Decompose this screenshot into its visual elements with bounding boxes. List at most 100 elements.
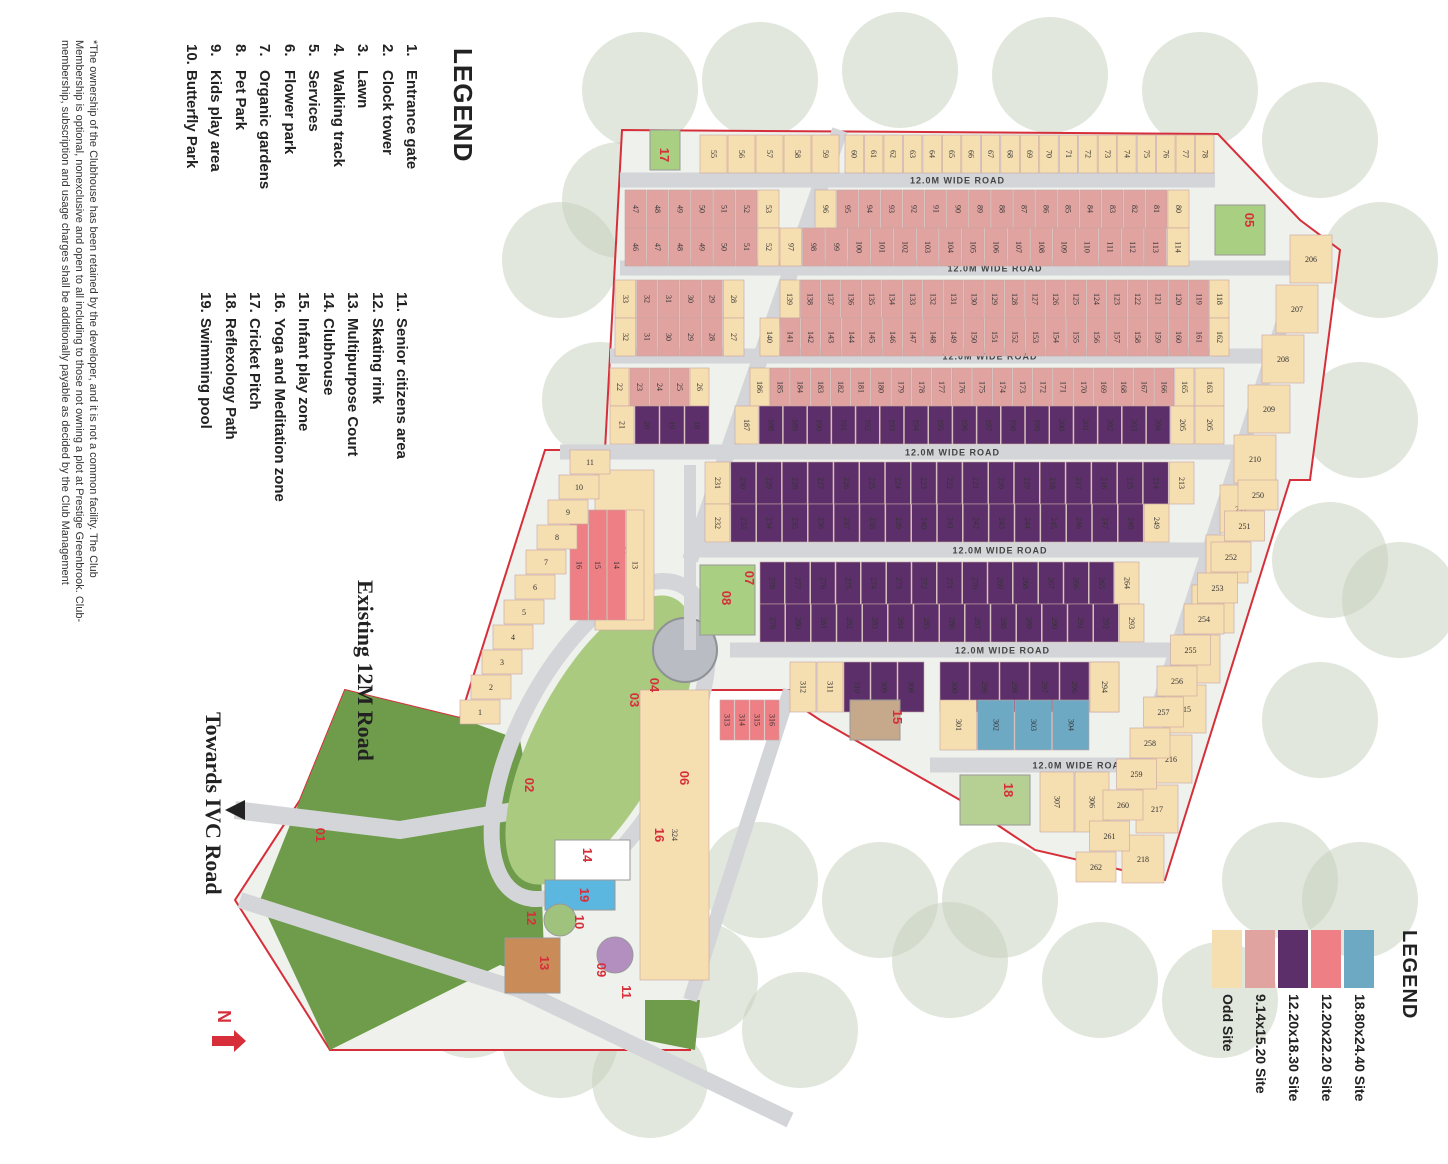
- site-plot: [1146, 405, 1171, 445]
- amenity-number: 4.: [329, 44, 347, 57]
- legend-swatch: [1212, 930, 1242, 988]
- site-plot-number: 58: [793, 150, 802, 158]
- site-plot-number: 236: [816, 517, 825, 529]
- site-plot-number: 57: [765, 150, 774, 158]
- kids-play-area: [596, 936, 634, 974]
- site-plot: [1039, 771, 1075, 833]
- site-plot-number: 101: [878, 241, 887, 253]
- site-plot: [911, 461, 937, 505]
- site-plot-number: 51: [720, 205, 729, 213]
- site-plot: [937, 503, 963, 543]
- tree-cluster: [1322, 202, 1438, 318]
- site-plot: [848, 227, 871, 267]
- site-plot-number: 176: [957, 381, 966, 393]
- site-plot: [1014, 699, 1052, 751]
- site-plot-number: 25: [675, 383, 684, 391]
- site-plot: [1030, 227, 1053, 267]
- site-plot-number: 138: [806, 293, 815, 305]
- site-plot: [1025, 405, 1050, 445]
- site-plot-number: 204: [1154, 419, 1163, 431]
- site-plot-number: 224: [893, 477, 902, 489]
- site-plot: [1166, 227, 1190, 267]
- site-plot-number: 206: [1305, 255, 1317, 264]
- organic-garden: [699, 564, 756, 636]
- site-plot-number: 309: [880, 681, 889, 693]
- site-plot-number: 202: [1105, 419, 1114, 431]
- site-plot-number: 2: [489, 683, 493, 692]
- site-plot-number: 135: [867, 293, 876, 305]
- site-plot-number: 140: [765, 331, 774, 343]
- site-plot: [833, 461, 860, 505]
- site-plot: [1016, 603, 1042, 643]
- site-plot: [646, 227, 669, 267]
- site-plot-number: 93: [887, 205, 896, 213]
- site-plot-number: 127: [1031, 293, 1040, 305]
- site-plot-number: 215: [1126, 477, 1135, 489]
- site-plot-number: 198: [1008, 419, 1017, 431]
- site-plot-number: 28: [729, 295, 738, 303]
- legend-swatch-label: 12.20x22.20 Site: [1319, 994, 1335, 1102]
- site-plot: [734, 699, 750, 741]
- site-plot-number: 301: [954, 719, 963, 731]
- amenity-label: Skating rink: [368, 318, 386, 404]
- site-plot-number: 86: [1042, 205, 1051, 213]
- site-plot: [831, 405, 856, 445]
- site-plot-number: 161: [1194, 331, 1203, 343]
- site-plot-number: 178: [917, 381, 926, 393]
- site-plot-number: 299: [980, 681, 989, 693]
- site-plot-number: 268: [1021, 577, 1030, 589]
- tree-cluster: [1262, 662, 1378, 778]
- site-plot-number: 250: [1252, 491, 1264, 500]
- site-plot-number: 205: [1178, 419, 1187, 431]
- site-plot-number: 1: [478, 708, 482, 717]
- site-plot-number: 31: [643, 333, 652, 341]
- site-plot-number: 182: [836, 381, 845, 393]
- site-plot: [588, 509, 607, 621]
- site-plot: [639, 689, 710, 981]
- site-plot: [756, 503, 782, 543]
- site-plot-number: 238: [868, 517, 877, 529]
- site-plot-number: 103: [923, 241, 932, 253]
- amenity-item: 5.Services: [305, 44, 322, 132]
- amenity-number: 8.: [231, 44, 249, 57]
- site-plot-number: 104: [946, 241, 955, 253]
- site-plot: [782, 461, 808, 505]
- site-plot: [836, 603, 862, 643]
- site-plot: [783, 134, 812, 174]
- site-plot-number: 221: [971, 477, 980, 489]
- site-plot: [811, 603, 837, 643]
- amenity-marker: 16: [652, 828, 667, 842]
- site-plot: [1129, 727, 1171, 759]
- site-plot-number: 68: [1006, 150, 1015, 158]
- site-plot: [1063, 561, 1089, 605]
- site-plot-number: 218: [1137, 855, 1149, 864]
- site-plot: [609, 405, 635, 445]
- site-plot: [749, 699, 765, 741]
- site-plot-number: 272: [920, 577, 929, 589]
- amenity-label: Yoga and Meditation zone: [270, 318, 288, 502]
- site-plot: [1075, 227, 1099, 267]
- site-plot: [783, 405, 807, 445]
- site-plot-number: 173: [1018, 381, 1027, 393]
- site-plot-number: 242: [971, 517, 980, 529]
- site-plot-number: 123: [1113, 293, 1122, 305]
- site-plot: [807, 461, 834, 505]
- site-plot-number: 225: [868, 477, 877, 489]
- site-plot-number: 205: [1205, 419, 1214, 431]
- site-plot-number: 293: [1127, 617, 1136, 629]
- north-arrow-icon: [212, 1030, 246, 1052]
- site-plot: [764, 699, 780, 741]
- site-plot: [730, 461, 756, 505]
- site-plot-number: 144: [847, 331, 856, 343]
- site-plot-number: 280: [794, 617, 803, 629]
- tree-cluster: [1302, 842, 1418, 958]
- site-plot-number: 52: [742, 205, 751, 213]
- site-plot-number: 105: [969, 241, 978, 253]
- site-plot-number: 30: [664, 333, 673, 341]
- site-plot: [735, 227, 758, 267]
- amenity-item: 15.Infant play zone: [295, 292, 312, 431]
- site-plot: [1136, 134, 1156, 174]
- site-plot: [1224, 510, 1265, 542]
- site-plot: [1078, 134, 1098, 174]
- site-plot: [734, 405, 759, 445]
